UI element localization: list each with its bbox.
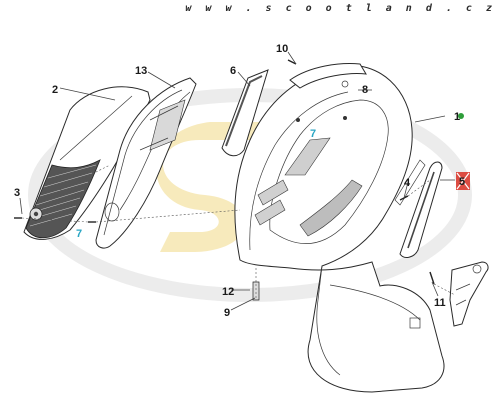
callout-13: 13 (135, 65, 147, 77)
alignment-lines (21, 164, 456, 300)
part-bracket (449, 261, 489, 327)
callout-5: 5 (456, 172, 470, 190)
callout-8: 8 (362, 84, 368, 96)
callout-label-cyan: 7 (76, 228, 82, 240)
callout-label: 4 (404, 177, 411, 189)
callout-label: 5 (459, 176, 465, 188)
callout-label: 1 (454, 111, 460, 123)
part-inner-frame-panel (95, 77, 197, 249)
callout-label: 3 (14, 187, 20, 199)
callout-label: 12 (222, 286, 234, 298)
callout-label: 11 (434, 297, 446, 309)
callout-label-cyan: 7 (310, 128, 316, 140)
callout-label: 9 (224, 307, 230, 319)
leader-lines (19, 51, 455, 311)
callout-7a: 7 (310, 128, 316, 140)
callout-10: 10 (276, 43, 288, 55)
callout-3: 3 (14, 187, 20, 199)
callout-1: 1 (454, 111, 464, 123)
watermark-url: w w w . s c o o t l a n d . c z (185, 3, 496, 14)
callout-label: 2 (52, 84, 58, 96)
callout-9: 9 (224, 307, 230, 319)
part-front-shield-body (234, 63, 445, 393)
callout-6: 6 (230, 65, 236, 77)
callout-12: 12 (222, 286, 234, 298)
callout-7b: 7 (76, 228, 82, 240)
callout-4: 4 (404, 177, 411, 189)
callout-2: 2 (52, 84, 58, 96)
part-side-grille-cover (23, 86, 151, 240)
callout-label: 10 (276, 43, 288, 55)
callout-label: 8 (362, 84, 368, 96)
callout-marker-green (458, 113, 464, 119)
callout-label: 6 (230, 65, 236, 77)
part-trim-strip (221, 69, 269, 157)
callout-11: 11 (434, 297, 446, 309)
callout-label: 13 (135, 65, 147, 77)
part-side-strip-right (399, 161, 443, 258)
